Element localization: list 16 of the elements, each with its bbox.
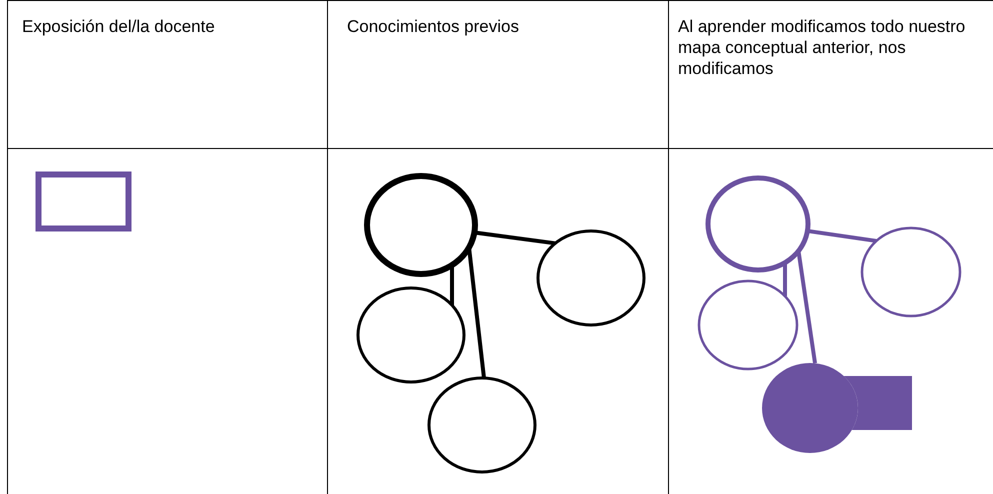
connector-line xyxy=(474,230,556,246)
connector-line xyxy=(807,228,877,243)
header-cell-text: Al aprender modificamos todo nuestro mapa conceptual anterior, nos modificamos xyxy=(678,16,966,79)
header-cell-text: Conocimientos previos xyxy=(347,16,520,37)
connector-line xyxy=(450,265,454,306)
concept-circle xyxy=(860,226,962,318)
concept-circle xyxy=(706,176,810,272)
concept-circle xyxy=(698,280,798,370)
connector-line xyxy=(783,262,787,296)
header-cell-text: Exposición del/la docente xyxy=(22,16,216,37)
concept-circle xyxy=(364,173,478,277)
concept-circle xyxy=(356,286,466,384)
concept-rectangle xyxy=(36,172,132,232)
concept-circle xyxy=(428,376,536,474)
concept-circle xyxy=(536,230,646,326)
connector-line xyxy=(796,250,818,364)
